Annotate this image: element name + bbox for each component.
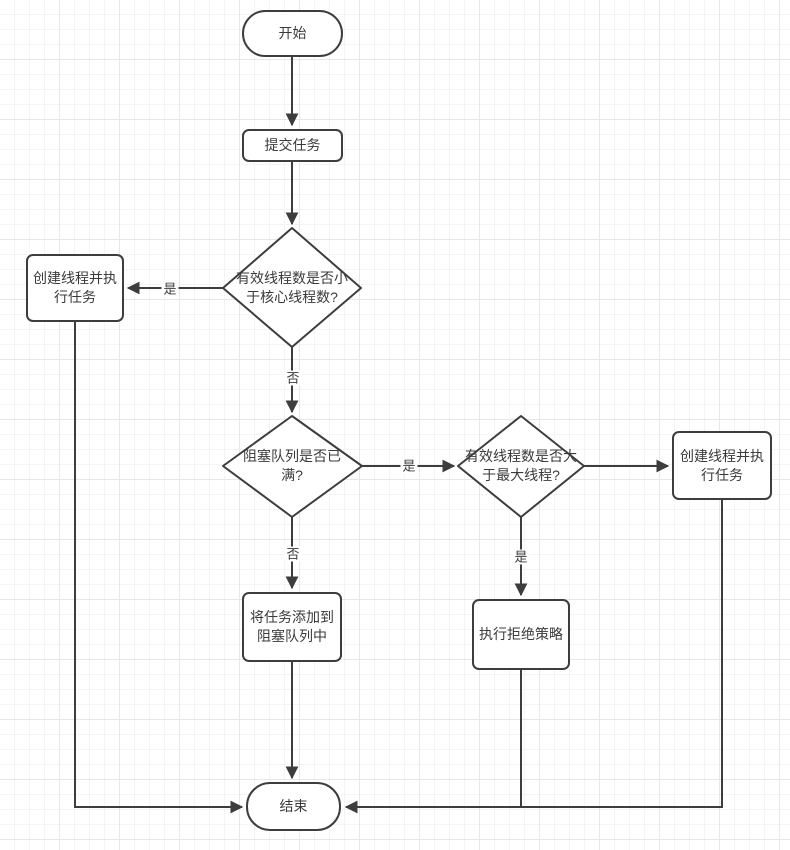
decision-check-queue-label: 阻塞队列是否已满? (243, 448, 341, 483)
create-thread-right-node[interactable]: 创建线程并执行任务 (672, 431, 772, 500)
edge-create-right-to-end (344, 500, 723, 814)
add-to-queue-node[interactable]: 将任务添加到阻塞队列中 (242, 592, 342, 662)
edge-label-core-yes: 是 (161, 281, 179, 297)
start-node[interactable]: 开始 (242, 10, 343, 57)
decision-check-max-label: 有效线程数是否大于最大线程? (465, 448, 577, 483)
edge-create-left-to-end (74, 322, 244, 814)
create-thread-left-node[interactable]: 创建线程并执行任务 (26, 254, 124, 322)
reject-policy-node[interactable]: 执行拒绝策略 (472, 599, 570, 670)
submit-task-node[interactable]: 提交任务 (242, 129, 343, 162)
decision-check-core-threads[interactable] (222, 227, 362, 348)
decision-check-max-threads[interactable] (457, 415, 585, 518)
edge-label-queue-yes: 是 (400, 458, 418, 474)
edge-label-queue-no: 否 (284, 546, 302, 562)
decision-check-core-label: 有效线程数是否小于核心线程数? (236, 270, 348, 305)
end-node[interactable]: 结束 (246, 782, 341, 831)
edge-label-core-no: 否 (284, 370, 302, 386)
decision-check-queue-full[interactable] (222, 415, 363, 518)
edge-label-max-yes: 是 (512, 549, 530, 565)
